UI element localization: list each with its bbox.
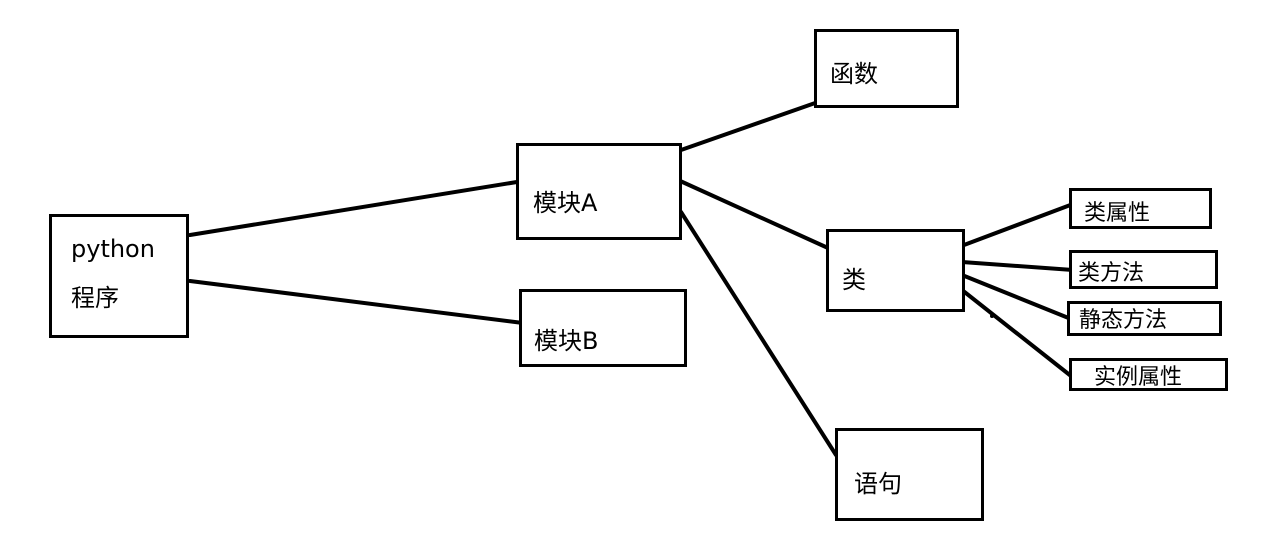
instance-attribute-label: 实例属性 [1094,365,1183,390]
function-box: 函数 [814,29,959,108]
instance-attribute-box: 实例属性 [1069,358,1228,391]
edge-python-module-a [188,179,525,237]
function-label: 函数 [830,60,878,88]
edge-class-class-method [960,260,1075,272]
statement-label: 语句 [854,470,902,498]
module-b-box: 模块B [519,289,687,367]
module-b-label: 模块B [534,327,599,355]
edge-module-a-function [679,100,820,152]
python-program-label-line1: python [71,235,155,263]
statement-box: 语句 [835,428,984,521]
class-method-label: 类方法 [1078,261,1145,286]
static-method-label: 静态方法 [1079,308,1168,333]
edge-module-a-class [676,178,830,250]
edge-class-class-attr [962,202,1075,247]
python-program-box: python 程序 [49,214,189,338]
module-a-label: 模块A [533,189,598,217]
class-method-box: 类方法 [1069,250,1218,289]
edge-class-static-method [960,273,1073,321]
edge-python-module-b [188,279,525,325]
edge-module-a-statement [679,210,838,457]
static-method-box: 静态方法 [1067,301,1222,336]
stray-dot [990,314,994,318]
python-program-label-line2: 程序 [71,284,119,312]
class-attribute-label: 类属性 [1084,201,1151,226]
edge-class-instance-attr [960,288,1073,378]
class-box: 类 [826,229,965,312]
module-a-box: 模块A [516,143,682,240]
class-attribute-box: 类属性 [1069,188,1212,229]
class-label: 类 [842,266,866,294]
